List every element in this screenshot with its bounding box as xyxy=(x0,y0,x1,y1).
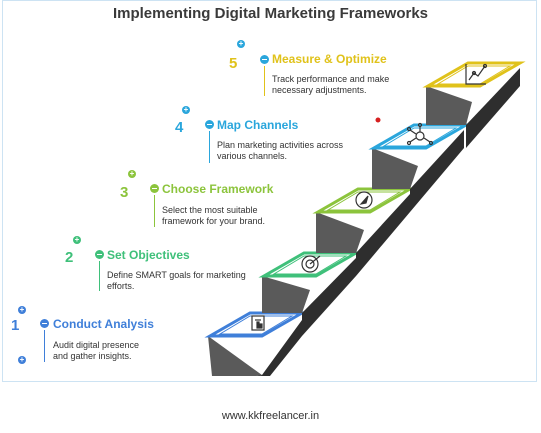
step-4-rule xyxy=(209,131,210,163)
plus-icon: + xyxy=(182,105,190,114)
plus-icon: + xyxy=(128,169,136,178)
step-3-description: Select the most suitable framework for y… xyxy=(162,205,266,226)
step-5-number: 5 xyxy=(229,55,238,72)
plus-icon: + xyxy=(237,39,245,48)
step-3-number: 3 xyxy=(120,184,129,201)
document-chart-icon xyxy=(251,315,265,331)
red-dot-marker xyxy=(375,117,381,123)
minus-icon xyxy=(205,120,214,129)
step-1-rule xyxy=(44,330,45,362)
stair-step-4 xyxy=(368,123,472,212)
step-1-title: Conduct Analysis xyxy=(53,317,154,331)
compass-icon xyxy=(355,191,373,209)
step-1-number: 1 xyxy=(11,317,20,334)
step-2-rule xyxy=(99,261,100,291)
step-3-title: Choose Framework xyxy=(162,182,274,196)
step-3-rule xyxy=(154,195,155,227)
plus-icon: + xyxy=(18,355,26,364)
line-chart-icon xyxy=(465,63,488,85)
step-2-number: 2 xyxy=(65,249,74,266)
stair-step-1 xyxy=(204,311,308,376)
step-5-description: Track performance and make necessary adj… xyxy=(272,74,390,95)
step-4-title: Map Channels xyxy=(217,118,299,132)
diagram-title: Implementing Digital Marketing Framework… xyxy=(112,5,429,22)
step-2-title: Set Objectives xyxy=(107,248,190,262)
step-1-description: Audit digital presence and gather insigh… xyxy=(53,340,140,361)
step-5-title: Measure & Optimize xyxy=(272,52,387,66)
step-2-description: Define SMART goals for marketing efforts… xyxy=(107,270,246,291)
minus-icon xyxy=(95,250,104,259)
step-4-description: Plan marketing activities across various… xyxy=(217,140,344,161)
minus-icon xyxy=(260,55,269,64)
footer-url: www.kkfreelancer.in xyxy=(221,410,320,422)
minus-icon xyxy=(150,184,159,193)
plus-icon: + xyxy=(18,305,26,314)
plus-icon: + xyxy=(73,235,81,244)
minus-icon xyxy=(40,319,49,328)
stair-step-2 xyxy=(258,251,362,336)
step-5-rule xyxy=(264,66,265,96)
target-icon xyxy=(301,255,321,273)
network-icon xyxy=(406,122,434,146)
step-4-number: 4 xyxy=(175,119,184,136)
